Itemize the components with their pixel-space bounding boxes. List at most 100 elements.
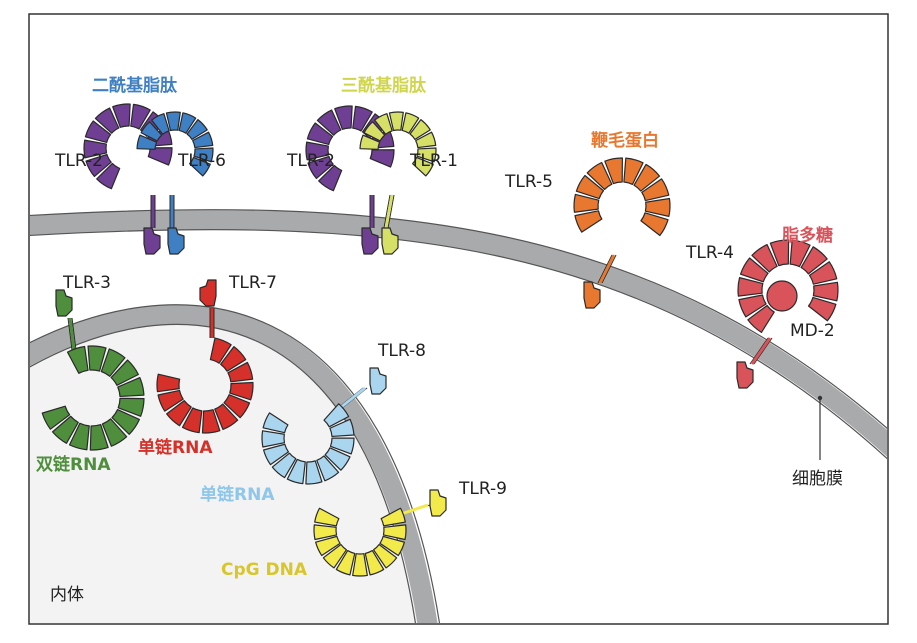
tlr8-ectodomain-segment xyxy=(323,403,350,428)
tlr3-ectodomain-segment xyxy=(51,415,79,444)
tlr8-ectodomain-segment xyxy=(262,443,290,466)
tlr2-b-ectodomain-segment xyxy=(316,109,342,136)
tlr5-ectodomain-segment xyxy=(586,161,613,191)
tlr6-ectodomain xyxy=(136,111,214,177)
tlr9-ectodomain-segment xyxy=(372,543,398,569)
tlr6-tir xyxy=(167,227,185,255)
tlr8-ectodomain-segment xyxy=(316,455,340,482)
tlr2-b-ectodomain-segment xyxy=(334,105,353,130)
tlr2-a-ectodomain-segment xyxy=(94,107,120,134)
tlr2-a-ectodomain-segment xyxy=(96,162,121,190)
tlr6-ectodomain-segment xyxy=(189,156,211,177)
tlr5-ectodomain-segment xyxy=(641,178,670,202)
tlr3-ectodomain xyxy=(41,345,145,451)
tlr3-ectodomain-segment xyxy=(41,405,71,430)
tlr5-ectodomain-segment xyxy=(604,157,623,185)
tlr9-tir xyxy=(429,489,447,517)
tlr8-tir xyxy=(369,367,387,395)
tlr2-a-ectodomain-segment xyxy=(112,103,131,128)
tlr7-ectodomain-segment xyxy=(201,409,221,434)
tlr9-ectodomain xyxy=(313,507,407,577)
tlr2-b-ectodomain-segment xyxy=(318,164,343,192)
tlr9-ectodomain-segment xyxy=(335,549,356,576)
tlr3-ectodomain-segment xyxy=(87,345,107,372)
tlr4-ectodomain-segment xyxy=(751,243,778,273)
tlr1-ectodomain-segment xyxy=(415,131,437,149)
tlr4-stalk xyxy=(749,337,773,365)
tlr5-ectodomain xyxy=(573,157,671,237)
tlr4-ectodomain-segment xyxy=(769,239,790,267)
ligand-cpg-dna: CpG DNA xyxy=(221,560,308,580)
tlr5-ectodomain-segment xyxy=(573,193,600,213)
tlr7-ectodomain-segment xyxy=(181,407,203,434)
label-tlr4: TLR-4 xyxy=(685,243,734,263)
label-tlr2-b: TLR-2 xyxy=(286,151,335,171)
label-tlr2-a: TLR-2 xyxy=(54,151,103,171)
tlr8-ectodomain-segment xyxy=(286,458,306,485)
md2-protein xyxy=(766,280,798,312)
tlr9-ectodomain-segment xyxy=(380,507,406,527)
tlr7-ectodomain-segment xyxy=(229,381,254,401)
tlr2-a-tir xyxy=(143,227,161,255)
tlr9-ectodomain-segment xyxy=(379,535,405,557)
ligand-ssrna-blue: 单链RNA xyxy=(200,484,275,505)
tlr1-ectodomain-segment xyxy=(359,134,381,150)
tlr4-ectodomain-segment xyxy=(738,294,767,318)
tlr6-ectodomain-segment xyxy=(192,131,214,149)
tlr1-ectodomain-segment xyxy=(409,119,431,141)
tlr6-ectodomain-segment xyxy=(165,111,181,132)
tlr4-tir xyxy=(736,361,754,389)
tlr1-ectodomain-segment xyxy=(416,147,437,163)
tlr2-b-ectodomain-segment xyxy=(307,155,334,180)
tlr3-ectodomain-segment xyxy=(68,422,90,451)
tlr8-ectodomain-segment xyxy=(305,460,323,485)
tlr5-ectodomain-segment xyxy=(640,212,669,237)
tlr8-stalk xyxy=(337,386,368,410)
tlr8-ectodomain-segment xyxy=(329,437,355,455)
label-tlr6: TLR-6 xyxy=(177,151,226,171)
tlr5-ectodomain-segment xyxy=(623,157,644,186)
ligand-ssrna-red: 单链RNA xyxy=(138,437,213,458)
endosome-membrane-edge-outer xyxy=(30,304,440,623)
tlr4-ectodomain-segment xyxy=(737,277,764,297)
tlr3-ectodomain-segment xyxy=(89,424,109,451)
tlr4-ectodomain-segment xyxy=(812,281,839,302)
tlr9-ectodomain-segment xyxy=(364,549,385,576)
tlr7-ectodomain-segment xyxy=(220,346,247,372)
tlr2-a-ectodomain-segment xyxy=(84,120,112,144)
tlr4-ectodomain-segment xyxy=(789,239,811,268)
tlr5-ectodomain-segment xyxy=(575,174,605,200)
tlr2-b-ectodomain-segment xyxy=(369,149,395,168)
tlr2-a-ectodomain-segment xyxy=(147,147,173,166)
tlr3-ectodomain-segment xyxy=(110,359,139,386)
tlr7-ectodomain xyxy=(156,337,254,434)
label-tlr8: TLR-8 xyxy=(377,341,426,361)
tlr2-b-tir xyxy=(361,227,379,255)
tlr2-a-stalk xyxy=(150,195,156,228)
membrane-pointer-dot xyxy=(817,395,823,401)
tlr6-ectodomain-segment xyxy=(178,112,197,134)
tlr3-ectodomain-segment xyxy=(111,408,140,435)
tlr6-ectodomain-segment xyxy=(193,147,214,163)
tlr5-stalk xyxy=(597,254,617,284)
tlr8-ectodomain-segment xyxy=(262,412,289,434)
tlr3-stalk xyxy=(67,317,77,351)
tlr6-ectodomain-segment xyxy=(186,119,208,141)
tlr6-ectodomain-segment xyxy=(140,121,163,142)
label-tlr5: TLR-5 xyxy=(504,172,553,192)
label-tlr3: TLR-3 xyxy=(62,273,111,293)
tlr5-ectodomain-segment xyxy=(644,197,671,217)
tlr8-ectodomain-segment xyxy=(329,418,355,438)
tlr9-ectodomain-segment xyxy=(322,543,348,569)
tlr2-a-ectodomain-segment xyxy=(130,103,151,130)
tlr7-ectodomain-segment xyxy=(157,389,184,412)
tlr7-ectodomain-segment xyxy=(223,394,251,419)
tlr5-ectodomain-segment xyxy=(633,163,661,192)
tlr2-a-ectodomain-segment xyxy=(83,139,108,159)
ligand-dsrna: 双链RNA xyxy=(36,454,111,475)
tlr6-ectodomain-segment xyxy=(136,134,158,150)
ligand-diacyl-lipopeptide: 二酰基脂肽 xyxy=(92,75,178,96)
ligand-triacyl-lipopeptide: 三酰基脂肽 xyxy=(341,75,427,96)
tlr9-ectodomain-segment xyxy=(313,524,338,541)
